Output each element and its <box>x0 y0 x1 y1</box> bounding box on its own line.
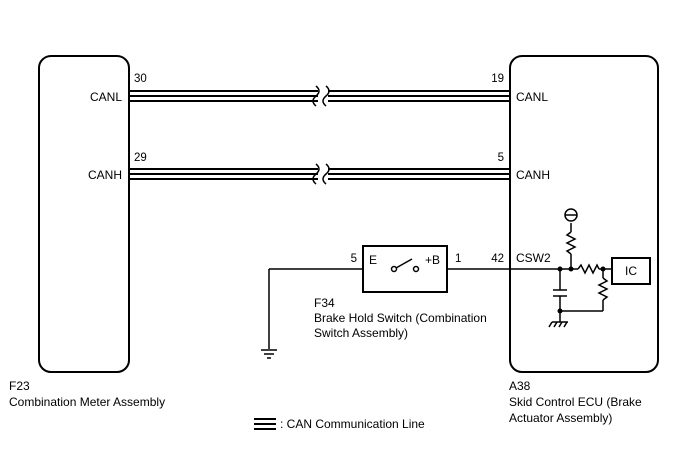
left-signal-canh: CANH <box>88 168 122 182</box>
ic-label: IC <box>625 264 637 278</box>
left-component-code: F23 <box>9 379 30 393</box>
skid-control-ecu-box <box>509 55 659 373</box>
legend-text: : CAN Communication Line <box>280 417 425 431</box>
switch-terminal-plus-b: +B <box>425 253 440 267</box>
canh-communication-line <box>129 168 510 180</box>
wire-break-icon <box>312 85 330 107</box>
pull-down-resistor <box>597 277 609 301</box>
combination-meter-box <box>38 55 130 373</box>
left-component-name: Combination Meter Assembly <box>9 395 165 409</box>
canl-communication-line <box>129 90 510 102</box>
switch-contact-icon <box>390 258 420 273</box>
ecu-pin-csw2: 42 <box>491 253 504 265</box>
power-supply-icon <box>564 208 578 222</box>
switch-name-line1: Brake Hold Switch (Combination <box>314 311 487 325</box>
ground-icon <box>261 349 277 359</box>
right-pin-number-canh: 5 <box>498 152 504 164</box>
left-pin-number-canh: 29 <box>134 152 147 164</box>
pull-up-resistor <box>565 231 577 255</box>
right-component-code: A38 <box>509 379 531 393</box>
right-signal-canh: CANH <box>516 168 550 182</box>
switch-name-line2: Switch Assembly) <box>314 326 408 340</box>
right-signal-canl: CANL <box>516 90 548 104</box>
ecu-internal-circuit <box>510 223 612 322</box>
chassis-ground-icon <box>548 321 568 328</box>
ground-wire <box>268 268 363 349</box>
ecu-signal-csw2: CSW2 <box>516 251 551 265</box>
series-resistor <box>577 263 600 275</box>
left-signal-canl: CANL <box>90 90 122 104</box>
wire-break-icon <box>312 163 330 185</box>
can-line-legend-icon <box>254 418 276 430</box>
left-pin-number-canl: 30 <box>134 73 147 85</box>
switch-code: F34 <box>314 296 335 310</box>
right-component-name-line2: Actuator Assembly) <box>509 411 612 425</box>
switch-pin-left: 5 <box>351 253 357 265</box>
ic-box <box>611 257 651 285</box>
switch-pin-right: 1 <box>455 253 461 265</box>
right-component-name-line1: Skid Control ECU (Brake <box>509 395 642 409</box>
right-pin-number-canl: 19 <box>491 73 504 85</box>
switch-terminal-e: E <box>369 253 377 267</box>
junction-dots <box>557 266 606 314</box>
